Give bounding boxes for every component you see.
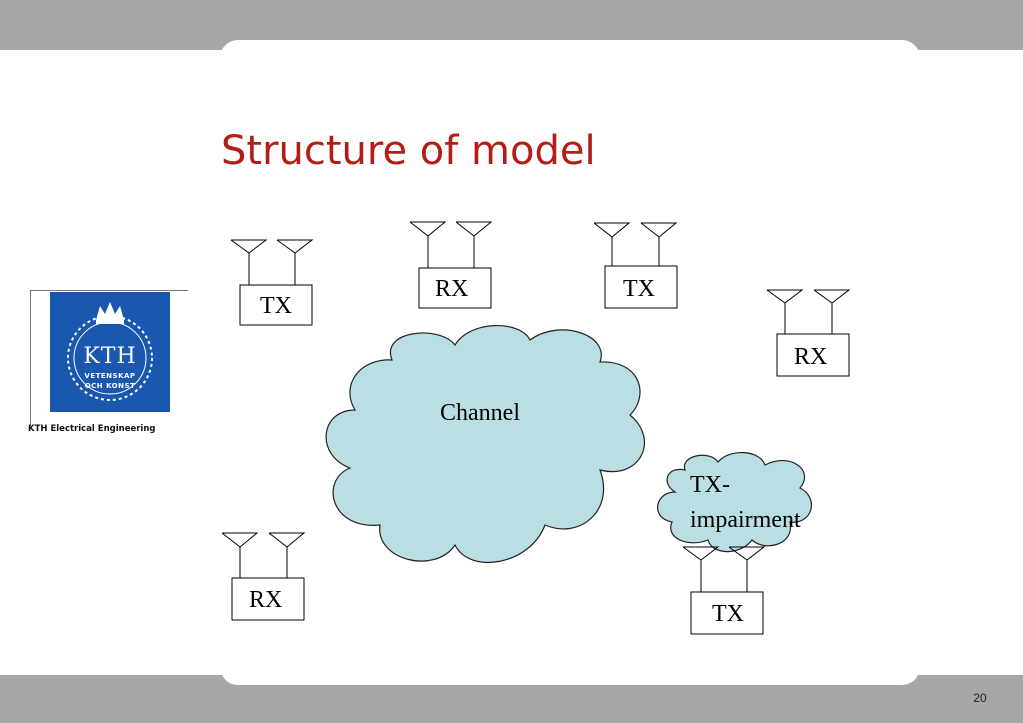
node-rx-right: RX — [766, 289, 851, 377]
slide-title: Structure of model — [221, 128, 596, 174]
tx-impairment-cloud — [657, 451, 812, 553]
node-4-label: RX — [794, 344, 827, 370]
page-number: 20 — [973, 691, 987, 705]
node-tx-bottom-right: TX — [682, 546, 766, 635]
impairment-label-line1: TX- — [690, 472, 730, 498]
channel-cloud — [325, 324, 646, 563]
node-5-label: RX — [249, 587, 282, 613]
kth-logo: KTH VETENSKAP OCH KONST KTH Electrical E… — [28, 290, 190, 440]
logo-caption: KTH Electrical Engineering — [28, 424, 156, 434]
node-1-label: TX — [260, 293, 292, 319]
logo-rule-top — [30, 290, 188, 291]
node-rx-bottom-left: RX — [221, 532, 306, 621]
logo-rule-left — [30, 290, 31, 426]
node-6-label: TX — [712, 601, 744, 627]
node-3-label: TX — [623, 276, 655, 302]
emblem-line2: OCH KONST — [84, 382, 136, 390]
emblem-line1: VETENSKAP — [84, 372, 136, 380]
node-rx-top-center: RX — [409, 221, 493, 309]
node-2-label: RX — [435, 276, 468, 302]
node-tx-top-left: TX — [230, 239, 314, 326]
kth-emblem: KTH VETENSKAP OCH KONST — [50, 292, 170, 412]
node-tx-top-right: TX — [593, 222, 678, 309]
impairment-label-line2: impairment — [690, 507, 801, 533]
emblem-kth-text: KTH — [83, 344, 137, 369]
channel-label: Channel — [440, 400, 520, 426]
emblem-ornament — [67, 302, 153, 401]
